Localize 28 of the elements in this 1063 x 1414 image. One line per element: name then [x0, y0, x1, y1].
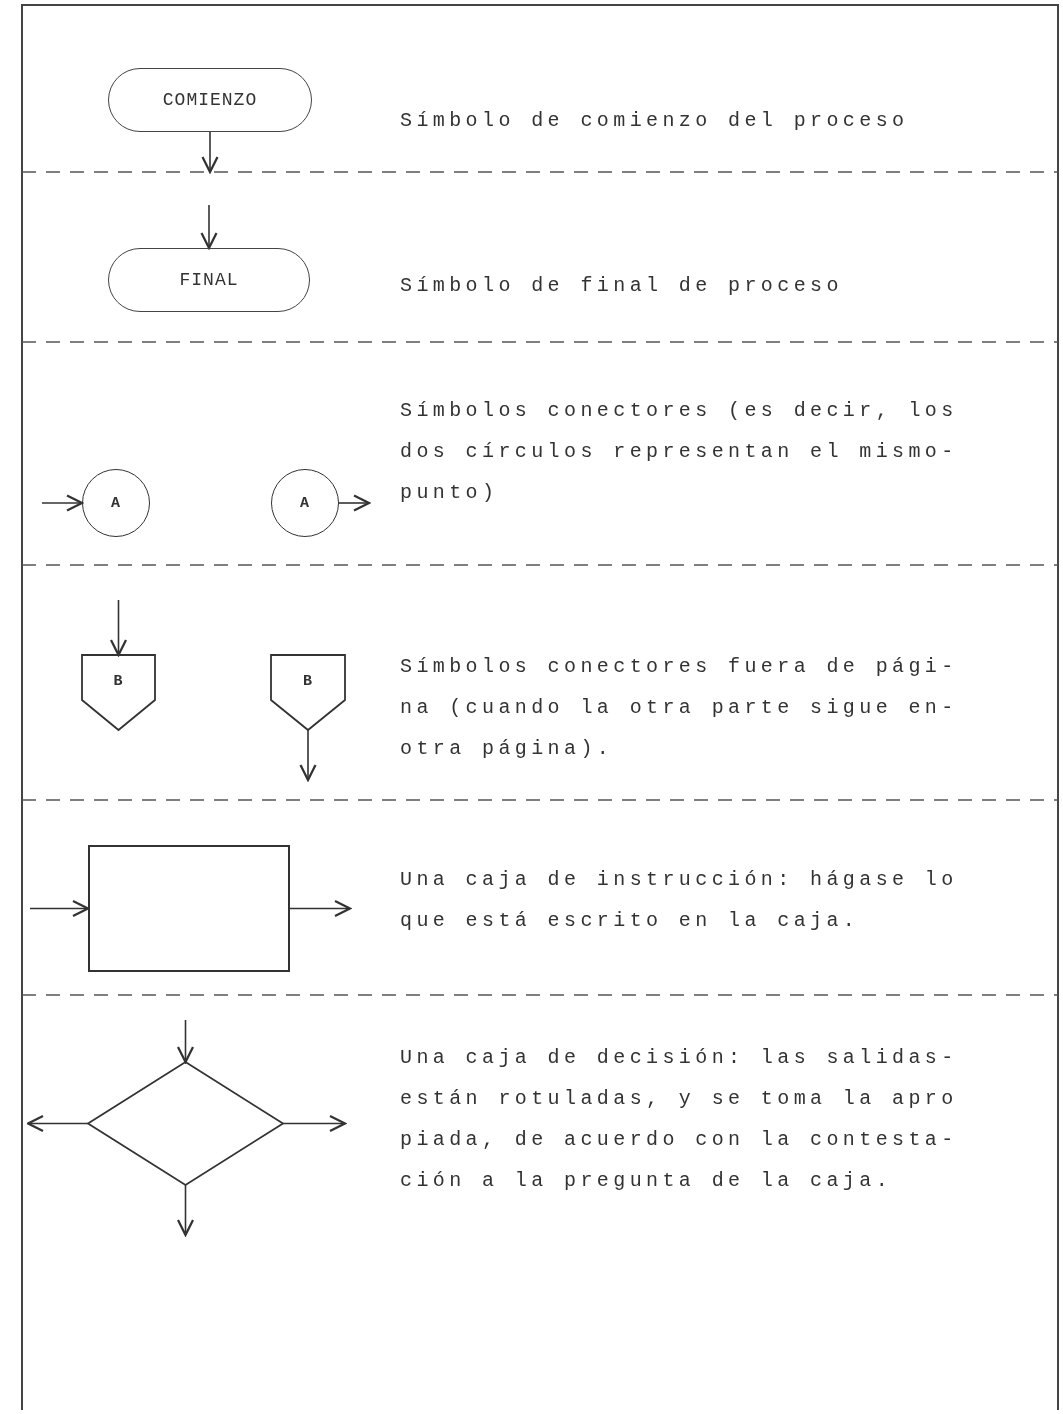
process-box	[88, 845, 290, 972]
off-page-connector	[271, 655, 345, 730]
off-page-connector	[82, 655, 155, 730]
arrow	[299, 729, 317, 782]
arrow	[29, 899, 90, 918]
arrow	[338, 494, 371, 512]
symbol-description: Símbolo de final de proceso	[400, 273, 844, 299]
arrow	[109, 599, 128, 657]
decision-diamond	[88, 1062, 283, 1185]
symbol-description: Símbolo de comienzo del proceso	[400, 108, 910, 134]
arrow	[26, 1114, 89, 1133]
symbol-label: A	[111, 494, 121, 512]
symbol-label: B	[303, 673, 313, 690]
arrow	[289, 899, 352, 918]
symbol-label: B	[113, 673, 124, 690]
symbol-description: Una caja de instrucción: hágase lo que está escrito en la caja.	[400, 867, 959, 934]
symbol-description: Una caja de decisión: las salidas- están rotuladas, y se toma la apro piada, de acuerdo con la contesta- ción a la pregunta de la caja.	[400, 1045, 959, 1194]
arrow	[201, 131, 219, 174]
arrow	[176, 1019, 195, 1064]
symbol-label: FINAL	[179, 270, 239, 290]
symbol-description: Símbolos conectores fuera de pági- na (cuando la otra parte sigue en- otra página).	[400, 654, 959, 762]
arrow	[176, 1184, 195, 1237]
symbol-label: A	[300, 494, 310, 512]
symbol-description: Símbolos conectores (es decir, los dos círculos representan el mismo- punto)	[400, 398, 959, 506]
arrow	[41, 494, 84, 512]
arrow	[282, 1114, 347, 1133]
arrow	[200, 204, 218, 250]
symbol-label: COMIENZO	[162, 90, 258, 110]
